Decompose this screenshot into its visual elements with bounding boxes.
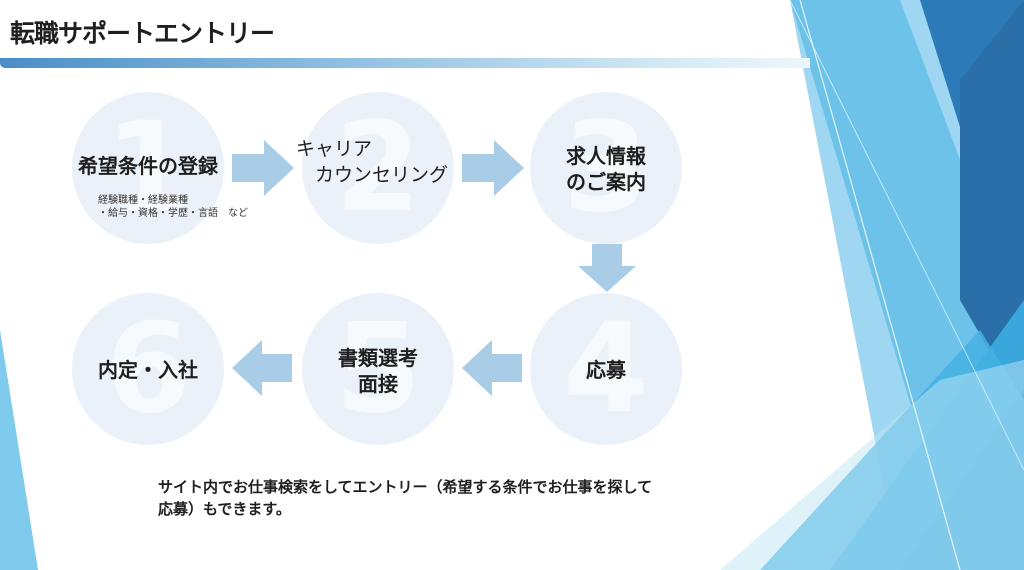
step-3-number: 3 — [562, 96, 650, 240]
step-1-number: 1 — [104, 96, 192, 240]
arrow-down-icon — [578, 244, 636, 292]
step-1-note: 経験職種・経験業種 ・給与・資格・学歴・言語 など — [98, 195, 248, 219]
arrow-left-icon — [462, 340, 522, 396]
step-4-circle — [530, 293, 682, 445]
step-6-number: 6 — [104, 297, 192, 441]
step-5-number: 5 — [334, 297, 422, 441]
arrow-right-icon — [232, 140, 294, 196]
step-1-circle — [72, 92, 224, 244]
page-title: 転職サポートエントリー — [10, 19, 275, 48]
step-3-label: 求人情報 のご案内 — [566, 144, 646, 194]
step-5-label: 書類選考 面接 — [338, 346, 418, 396]
step-4-label: 応募 — [586, 358, 626, 382]
title-underline-bar — [0, 58, 810, 68]
step-2-number: 2 — [334, 96, 422, 240]
step-6-label: 内定・入社 — [98, 358, 198, 382]
step-6-circle — [72, 293, 224, 445]
step-3-circle — [530, 92, 682, 244]
arrow-right-icon — [462, 140, 524, 196]
step-5-circle — [302, 293, 454, 445]
footer-note: サイト内でお仕事検索をしてエントリー（希望する条件でお仕事を探して応募）もできま… — [158, 478, 653, 518]
step-1-label: 希望条件の登録 — [78, 154, 218, 178]
step-4-number: 4 — [562, 297, 650, 441]
step-2-circle — [302, 92, 454, 244]
step-2-label: キャリア カウンセリング — [296, 138, 449, 186]
arrow-left-icon — [232, 340, 292, 396]
